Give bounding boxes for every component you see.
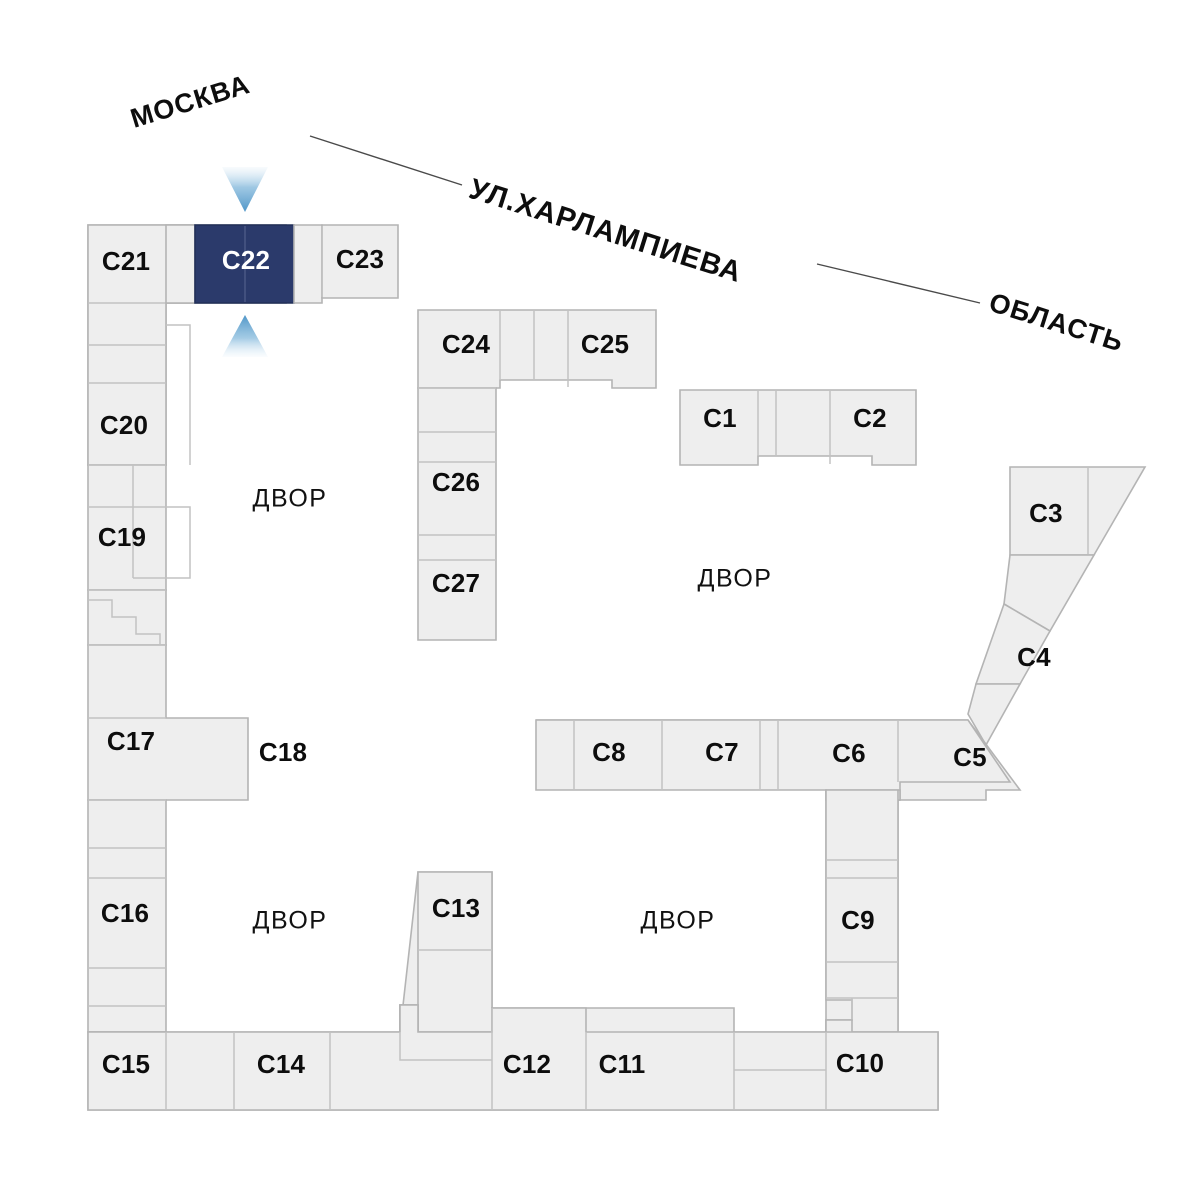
lot-label-c17: C17 (107, 726, 155, 756)
lot-label-c14: C14 (257, 1049, 306, 1079)
inner-north-dividers (418, 311, 569, 561)
direction-label-moscow: МОСКВА (127, 69, 254, 134)
lot-block-c26-c27[interactable] (417, 387, 497, 641)
lot-label-c6: C6 (832, 738, 866, 768)
lot-block-c22-neighbor-right[interactable] (293, 224, 323, 304)
lot-label-c1: C1 (703, 403, 737, 433)
lot-label-c8: C8 (592, 737, 626, 767)
lot-label-c9: C9 (841, 905, 875, 935)
lot-block-c17-body[interactable] (87, 644, 249, 801)
lot-label-c2: C2 (853, 403, 887, 433)
lot-block-c1-c2[interactable] (679, 389, 917, 466)
c1-c2-dividers (757, 391, 831, 464)
lot-label-c19: C19 (98, 522, 146, 552)
lot-label-c16: C16 (101, 898, 149, 928)
north-row-group[interactable] (165, 224, 399, 304)
yard-label-northeast: ДВОР (698, 565, 773, 593)
direction-label-oblast: ОБЛАСТЬ (986, 287, 1128, 357)
lot-label-c21: C21 (102, 246, 150, 276)
central-row-dividers (573, 721, 899, 789)
yard-label-northwest: ДВОР (253, 485, 328, 513)
lot-label-c10: C10 (836, 1048, 884, 1078)
lot-label-c12: C12 (503, 1049, 551, 1079)
street-leader-right (816, 263, 981, 304)
street-name-label: УЛ.ХАРЛАМПИЕВА (465, 173, 746, 289)
yard-labels-group: ДВОР ДВОР ДВОР ДВОР (253, 485, 773, 935)
lot-label-c4: C4 (1017, 642, 1051, 672)
lot-label-c18: C18 (259, 737, 307, 767)
lot-label-c22: C22 (222, 245, 270, 275)
lot-block-c22-neighbor-left[interactable] (165, 224, 196, 304)
lot-label-c7: C7 (705, 737, 739, 767)
lot-label-c3: C3 (1029, 498, 1063, 528)
lot-label-c5: C5 (953, 742, 987, 772)
yard-label-southwest: ДВОР (253, 907, 328, 935)
lot-label-c26: C26 (432, 467, 480, 497)
selection-arrows-group (222, 167, 268, 357)
lot-label-c13: C13 (432, 893, 480, 923)
lot-label-c20: C20 (100, 410, 148, 440)
lot-label-c25: C25 (581, 329, 629, 359)
lot-label-c27: C27 (432, 568, 480, 598)
lot-label-c11: C11 (599, 1049, 646, 1079)
lot-labels-group: C21 C22 C23 C20 C19 C17 C18 C16 C15 C14 … (98, 244, 1063, 1079)
c9-wing-group[interactable] (825, 789, 901, 1033)
south-row-group[interactable] (87, 1004, 939, 1111)
lot-label-c15: C15 (102, 1049, 150, 1079)
arrow-up-icon (222, 315, 268, 357)
arrow-down-icon (222, 167, 268, 212)
central-row-group[interactable] (535, 719, 1022, 801)
east-angled-wing-group[interactable] (967, 466, 1147, 747)
inner-north-block-group[interactable] (417, 309, 657, 641)
lot-label-c23: C23 (336, 244, 384, 274)
west-wing-dividers (88, 302, 191, 1033)
street-leader-left (309, 135, 463, 186)
c1-c2-block-group[interactable] (679, 389, 917, 466)
yard-label-southeast: ДВОР (641, 907, 716, 935)
lot-label-c24: C24 (442, 329, 491, 359)
south-row-dividers (165, 1008, 827, 1109)
